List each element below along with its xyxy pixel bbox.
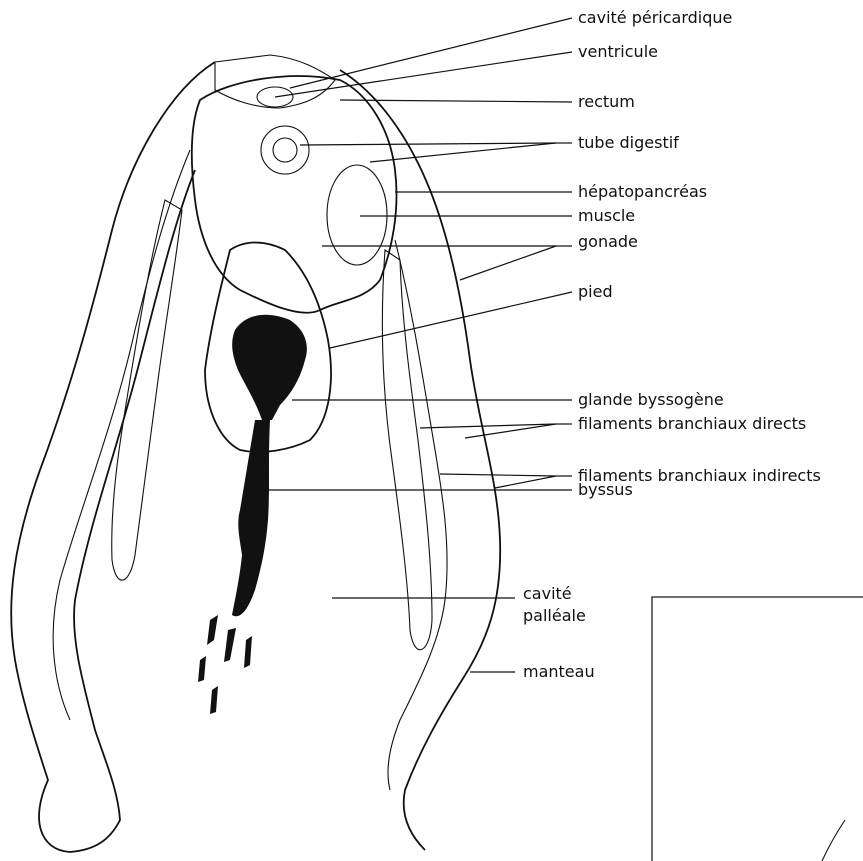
leader-tube-digestif-1 bbox=[300, 143, 556, 145]
byssus-fragment-3 bbox=[198, 656, 206, 682]
intestine-loop bbox=[261, 126, 309, 174]
label-hepatopancreas: hépatopancréas bbox=[578, 182, 707, 201]
byssus-fragment-1 bbox=[207, 615, 218, 645]
label-cavite-pericardique: cavité péricardique bbox=[578, 8, 732, 27]
leader-pied bbox=[330, 292, 572, 348]
label-cavite-palleale-line1: cavité bbox=[523, 584, 572, 603]
label-manteau: manteau bbox=[523, 662, 595, 681]
label-filaments-directs: filaments branchiaux directs bbox=[578, 414, 806, 433]
left-gill bbox=[112, 200, 182, 580]
intestine-lumen bbox=[273, 138, 297, 162]
left-mantle-outline bbox=[11, 62, 215, 852]
leader-rectum bbox=[340, 100, 572, 102]
label-cavite-palleale-line2: palléale bbox=[523, 606, 586, 625]
byssus-fragment-2 bbox=[224, 628, 236, 662]
labels: cavité péricardique ventricule rectum tu… bbox=[523, 8, 821, 681]
leader-ventricule bbox=[275, 52, 572, 97]
leader-tube-digestif-2 bbox=[370, 143, 556, 162]
leader-cavite-pericardique bbox=[290, 18, 572, 88]
leader-gonade-2 bbox=[460, 246, 556, 280]
mussel-body-drawing bbox=[11, 55, 500, 852]
leader-filaments-indirects-2 bbox=[495, 476, 556, 488]
label-pied: pied bbox=[578, 282, 613, 301]
byssus-fragment-5 bbox=[210, 686, 218, 714]
label-byssus: byssus bbox=[578, 480, 633, 499]
label-glande-byssogene: glande byssogène bbox=[578, 390, 724, 409]
leader-lines bbox=[268, 18, 572, 672]
leader-filaments-indirects-1 bbox=[440, 474, 556, 476]
label-rectum: rectum bbox=[578, 92, 635, 111]
inset-partial-drawing bbox=[822, 820, 845, 861]
inset-frame bbox=[652, 597, 863, 861]
label-ventricule: ventricule bbox=[578, 42, 658, 61]
label-tube-digestif: tube digestif bbox=[578, 133, 679, 152]
label-gonade: gonade bbox=[578, 232, 638, 251]
muscle-shape bbox=[327, 165, 387, 265]
label-muscle: muscle bbox=[578, 206, 635, 225]
right-gill bbox=[382, 250, 432, 650]
byssal-gland-fill bbox=[232, 315, 307, 420]
byssus-fragment-4 bbox=[244, 636, 252, 668]
